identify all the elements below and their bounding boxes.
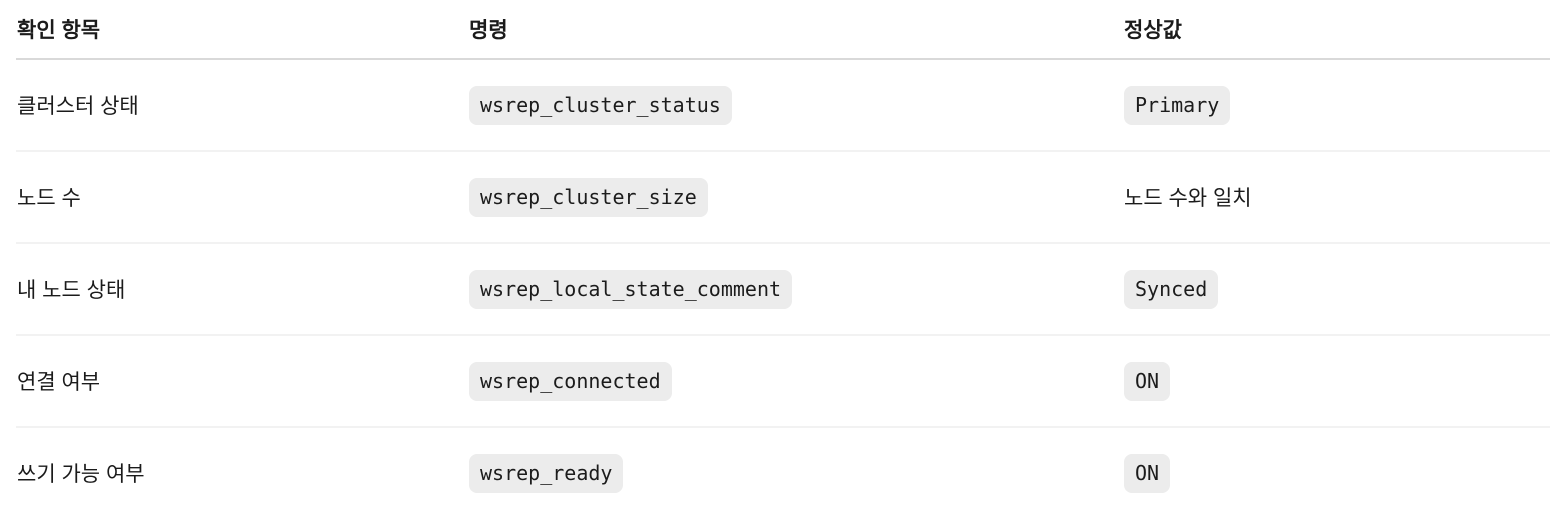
- check-item-cell: 쓰기 가능 여부: [16, 426, 468, 516]
- normal-value-code: Synced: [1124, 269, 1219, 309]
- normal-value-cell: Synced: [1123, 242, 1550, 335]
- check-item-cell: 노드 수: [16, 150, 468, 243]
- normal-value-code: Primary: [1124, 85, 1231, 125]
- check-item-label: 노드 수: [17, 187, 81, 210]
- command-code: wsrep_cluster_status: [469, 85, 732, 125]
- check-item-cell: 내 노드 상태: [16, 242, 468, 335]
- table-row: 노드 수 wsrep_cluster_size 노드 수와 일치: [16, 150, 1550, 243]
- normal-value-code: ON: [1124, 361, 1171, 401]
- cluster-check-table: 확인 항목 명령 정상값 클러스터 상태 wsrep_cluster_statu…: [16, 0, 1550, 516]
- normal-value-cell: ON: [1123, 334, 1550, 427]
- command-cell: wsrep_ready: [468, 426, 1123, 516]
- command-code: wsrep_local_state_comment: [469, 269, 793, 309]
- command-code: wsrep_cluster_size: [469, 177, 708, 217]
- column-header-normal-value: 정상값: [1123, 0, 1550, 60]
- command-cell: wsrep_cluster_status: [468, 59, 1123, 151]
- normal-value-cell: Primary: [1123, 59, 1550, 151]
- table-row: 연결 여부 wsrep_connected ON: [16, 334, 1550, 427]
- check-item-label: 연결 여부: [17, 371, 101, 394]
- command-code: wsrep_connected: [469, 361, 672, 401]
- check-item-label: 쓰기 가능 여부: [17, 463, 145, 486]
- table-row: 쓰기 가능 여부 wsrep_ready ON: [16, 426, 1550, 516]
- table-row: 클러스터 상태 wsrep_cluster_status Primary: [16, 59, 1550, 151]
- header-row: 확인 항목 명령 정상값: [16, 0, 1550, 60]
- command-code: wsrep_ready: [469, 453, 624, 493]
- normal-value-cell: 노드 수와 일치: [1123, 150, 1550, 243]
- column-header-command: 명령: [468, 0, 1123, 60]
- normal-value-cell: ON: [1123, 426, 1550, 516]
- normal-value-text: 노드 수와 일치: [1124, 187, 1252, 210]
- normal-value-code: ON: [1124, 453, 1171, 493]
- command-cell: wsrep_connected: [468, 334, 1123, 427]
- command-cell: wsrep_local_state_comment: [468, 242, 1123, 335]
- check-item-cell: 클러스터 상태: [16, 59, 468, 151]
- check-item-label: 내 노드 상태: [17, 279, 126, 302]
- column-header-check-item: 확인 항목: [16, 0, 468, 60]
- table-row: 내 노드 상태 wsrep_local_state_comment Synced: [16, 242, 1550, 335]
- check-item-cell: 연결 여부: [16, 334, 468, 427]
- command-cell: wsrep_cluster_size: [468, 150, 1123, 243]
- check-item-label: 클러스터 상태: [17, 95, 139, 118]
- table-body: 클러스터 상태 wsrep_cluster_status Primary 노드 …: [16, 59, 1550, 516]
- table-header: 확인 항목 명령 정상값: [16, 0, 1550, 60]
